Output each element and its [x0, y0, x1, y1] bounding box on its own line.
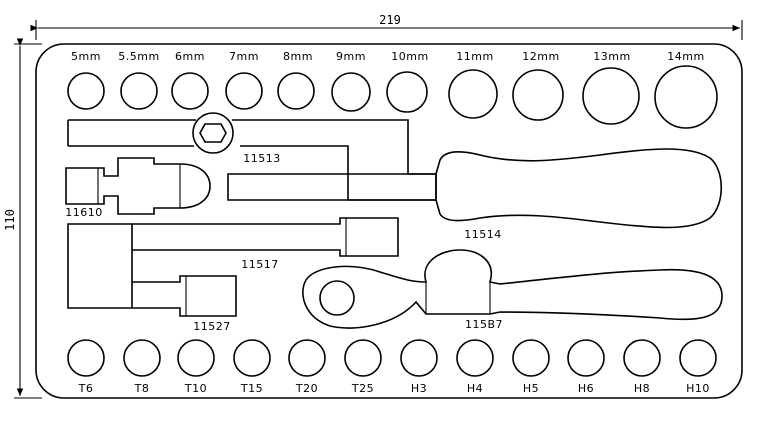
- bottom-bit-row: T6 T8 T10 T15 T20 T25 H3 H4 H5 H6 H8 H10: [67, 339, 717, 395]
- bit-label: T20: [295, 382, 318, 395]
- extension-socket-end: [192, 112, 234, 154]
- socket-5mm: [67, 72, 105, 110]
- part-label-adapter: 11610: [65, 206, 103, 219]
- socket-13mm: [582, 67, 640, 125]
- bit-label: H3: [411, 382, 427, 395]
- adapter-slot: 11610: [65, 157, 211, 219]
- bit-label: T6: [78, 382, 94, 395]
- socket-label: 5mm: [71, 50, 101, 63]
- socket-label: 7mm: [229, 50, 259, 63]
- bit-label: H10: [686, 382, 710, 395]
- top-socket-row: 5mm 5.5mm 6mm 7mm 8mm 9mm 10mm 11mm 12mm…: [67, 50, 718, 129]
- bit-label: H6: [578, 382, 594, 395]
- socket-7mm: [225, 72, 263, 110]
- part-label-bit-adapter: 11527: [193, 320, 231, 333]
- bit-t15: [233, 339, 271, 377]
- socket-14mm: [654, 65, 718, 129]
- height-dimension: 110: [3, 38, 42, 399]
- bit-label: T10: [184, 382, 207, 395]
- bit-t8: [123, 339, 161, 377]
- socket-6mm: [171, 72, 209, 110]
- socket-9mm: [331, 72, 371, 112]
- bit-t10: [177, 339, 215, 377]
- width-dimension-label: 219: [379, 13, 401, 27]
- socket-label: 13mm: [593, 50, 630, 63]
- bit-t20: [288, 339, 326, 377]
- socket-label: 6mm: [175, 50, 205, 63]
- bit-h8: [623, 339, 661, 377]
- socket-5-5mm: [120, 72, 158, 110]
- socket-label: 5.5mm: [118, 50, 159, 63]
- height-dimension-label: 110: [3, 209, 17, 231]
- bit-h5: [512, 339, 550, 377]
- socket-label: 9mm: [336, 50, 366, 63]
- bit-adapter-slot: 11527: [132, 275, 237, 333]
- bit-label: T15: [240, 382, 263, 395]
- socket-label: 11mm: [456, 50, 493, 63]
- socket-label: 10mm: [391, 50, 428, 63]
- hex-drive: [199, 123, 227, 143]
- socket-label: 12mm: [522, 50, 559, 63]
- bit-h3: [400, 339, 438, 377]
- bit-label: H8: [634, 382, 650, 395]
- ratchet-slot: 115B7: [302, 249, 723, 331]
- bit-h4: [456, 339, 494, 377]
- ratchet-head: [319, 280, 355, 316]
- part-label-bit-extension: 11517: [241, 258, 279, 271]
- bit-label: H5: [523, 382, 539, 395]
- bit-label: H4: [467, 382, 483, 395]
- width-dimension: 219: [30, 13, 743, 40]
- socket-label: 8mm: [283, 50, 313, 63]
- bit-h6: [567, 339, 605, 377]
- socket-10mm: [386, 71, 428, 113]
- part-label-screwdriver: 11514: [464, 228, 502, 241]
- bit-h10: [679, 339, 717, 377]
- part-label-ratchet: 115B7: [465, 318, 503, 331]
- bit-t25: [344, 339, 382, 377]
- socket-label: 14mm: [667, 50, 704, 63]
- bit-t6: [67, 339, 105, 377]
- socket-11mm: [448, 69, 498, 119]
- screwdriver-handle-slot: 11514: [227, 148, 722, 241]
- tray-outline: [35, 43, 743, 399]
- bit-extension-slot: 11517: [67, 217, 399, 309]
- part-label-extension: 11513: [243, 152, 281, 165]
- bit-label: T25: [351, 382, 374, 395]
- socket-8mm: [277, 72, 315, 110]
- bit-label: T8: [134, 382, 150, 395]
- extension-bar-slot: 11513: [67, 112, 437, 201]
- socket-12mm: [512, 69, 564, 121]
